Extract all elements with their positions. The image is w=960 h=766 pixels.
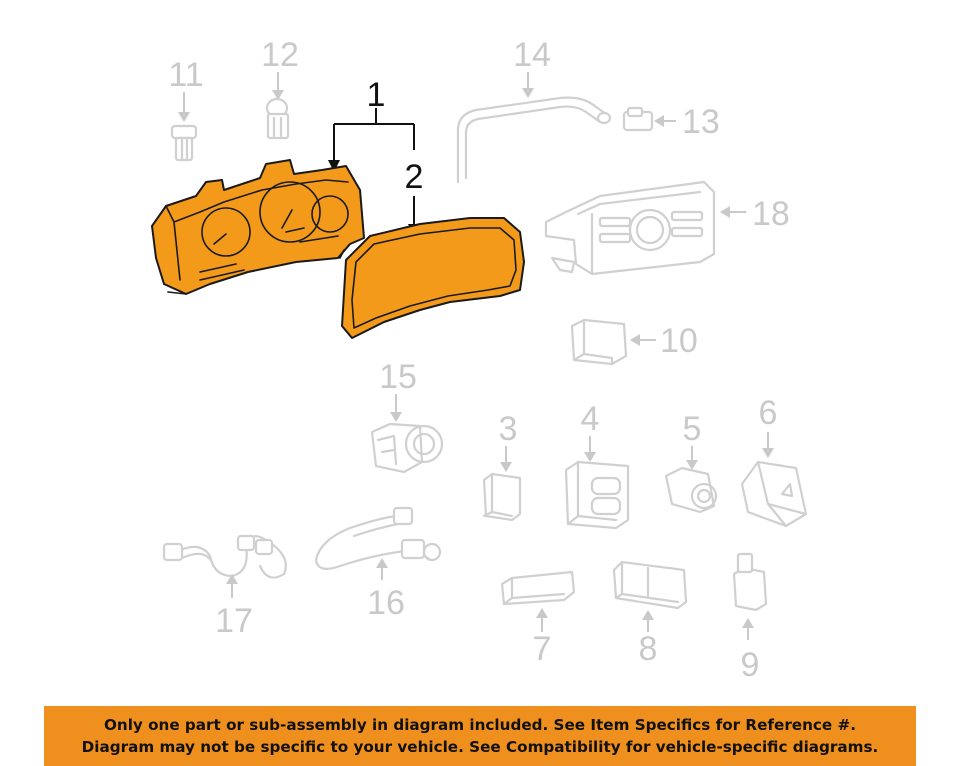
- harness-17-part: 17: [162, 534, 287, 640]
- harness-16-part: 16: [314, 506, 442, 622]
- switch-7-part: 7: [500, 570, 576, 668]
- callout-1: 1: [367, 76, 386, 114]
- callout-15: 15: [379, 358, 417, 396]
- switch-4-part: 4: [564, 400, 630, 530]
- callout-12: 12: [261, 36, 299, 74]
- switch-8-part: 8: [612, 560, 688, 668]
- switch-6-part: 6: [740, 394, 808, 528]
- control-panel-18-part: 18: [544, 180, 790, 276]
- callout-9: 9: [741, 646, 760, 684]
- switch-3-part: 3: [482, 410, 522, 522]
- callout-4: 4: [581, 400, 600, 438]
- callout-6: 6: [759, 394, 778, 432]
- bulb-12-part: 12: [261, 36, 299, 140]
- callout-5: 5: [683, 410, 702, 448]
- tube-14-part: 14: [456, 36, 612, 184]
- bulb-11-part: 11: [168, 56, 204, 162]
- callout-10: 10: [660, 322, 698, 360]
- disclaimer-line-1: Only one part or sub-assembly in diagram…: [103, 716, 857, 734]
- callout-11: 11: [168, 56, 203, 94]
- callout-18: 18: [752, 195, 790, 233]
- callout-8: 8: [639, 630, 658, 668]
- callout-13: 13: [682, 103, 720, 141]
- disclaimer-line-2: Diagram may not be specific to your vehi…: [81, 738, 879, 756]
- instrument-cluster-part: [151, 159, 365, 295]
- switch-10-part: 10: [570, 318, 698, 366]
- callout-3: 3: [499, 410, 518, 448]
- disclaimer-banner: Only one part or sub-assembly in diagram…: [44, 706, 916, 766]
- switch-13-part: 13: [622, 103, 720, 141]
- switch-5-part: 5: [664, 410, 718, 514]
- callout-1-bracket: [328, 108, 415, 172]
- sensor-15-part: 15: [370, 358, 444, 474]
- callout-17: 17: [215, 602, 253, 640]
- cluster-bezel-part: [341, 217, 525, 339]
- exploded-parts-diagram: 1 2 11 12 14: [151, 36, 808, 684]
- callout-16: 16: [367, 584, 405, 622]
- callout-2: 2: [405, 158, 424, 196]
- callout-7: 7: [533, 630, 552, 668]
- connector-9-part: 9: [732, 552, 768, 684]
- callout-14: 14: [513, 36, 551, 74]
